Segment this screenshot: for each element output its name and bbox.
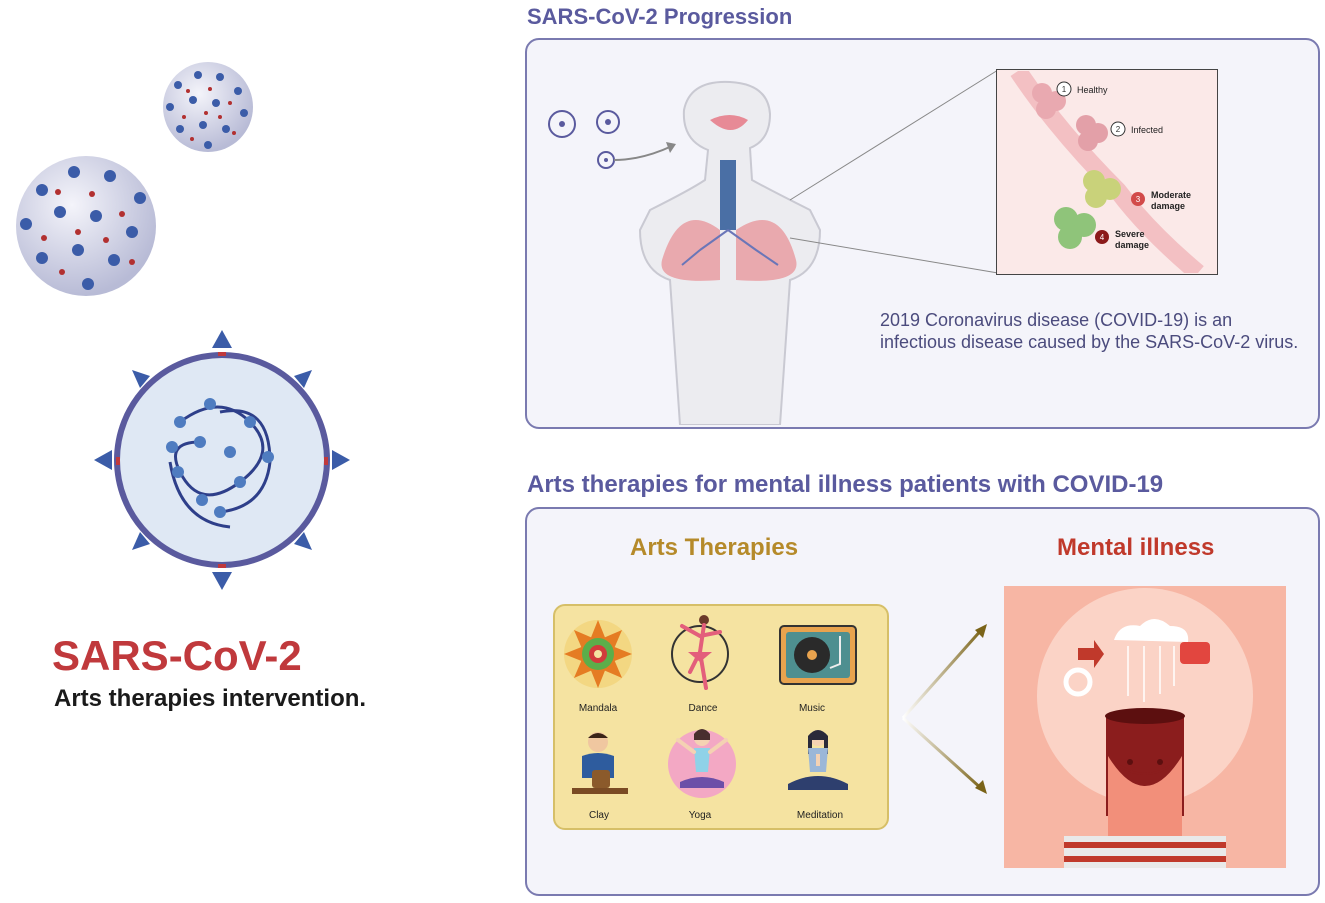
therapy-label-mandala: Mandala xyxy=(578,703,618,714)
dance-icon xyxy=(671,615,729,690)
virus-large-icon xyxy=(94,330,350,590)
mandala-icon xyxy=(564,620,632,688)
mental-illness-illustration xyxy=(1004,586,1286,868)
human-torso-lungs-icon xyxy=(638,80,822,425)
therapy-label-meditation: Meditation xyxy=(796,810,844,821)
stage-label-healthy: Healthy xyxy=(1077,85,1108,95)
svg-text:2: 2 xyxy=(1116,125,1121,134)
yoga-icon xyxy=(668,729,736,798)
virus-small-icon xyxy=(163,62,253,152)
stage-label-moderate: Moderate damage xyxy=(1151,190,1192,211)
progression-heading: SARS-CoV-2 Progression xyxy=(527,4,793,29)
stage-label-severe: Severe damage xyxy=(1115,229,1150,250)
svg-text:3: 3 xyxy=(1136,195,1141,204)
main-subtitle: Arts therapies intervention. xyxy=(54,685,367,712)
relation-arrows xyxy=(901,624,987,794)
zoom-lines xyxy=(789,69,999,274)
svg-text:4: 4 xyxy=(1100,233,1105,242)
clay-icon xyxy=(572,732,628,794)
therapy-label-clay: Clay xyxy=(588,810,609,821)
main-title: SARS-CoV-2 xyxy=(52,632,302,679)
svg-text:1: 1 xyxy=(1062,85,1067,94)
virus-medium-icon xyxy=(16,156,156,296)
therapy-label-music: Music xyxy=(798,703,826,714)
stage-label-infected: Infected xyxy=(1131,125,1164,135)
airborne-virus-icon xyxy=(548,110,620,169)
arts-therapies-heading: Arts Therapies xyxy=(630,534,799,561)
mental-illness-heading: Mental illness xyxy=(1057,534,1215,561)
therapies-heading: Arts therapies for mental illness patien… xyxy=(527,471,1164,498)
therapy-label-dance: Dance xyxy=(688,703,718,714)
inhalation-arrow-icon xyxy=(613,142,676,161)
covid-description: 2019 Coronavirus disease (COVID-19) is a… xyxy=(880,310,1299,352)
meditation-icon xyxy=(788,730,848,790)
music-turntable-icon xyxy=(779,625,857,685)
alveoli-illustration: 1 2 3 4 xyxy=(1010,71,1204,273)
therapy-label-yoga: Yoga xyxy=(688,810,712,821)
